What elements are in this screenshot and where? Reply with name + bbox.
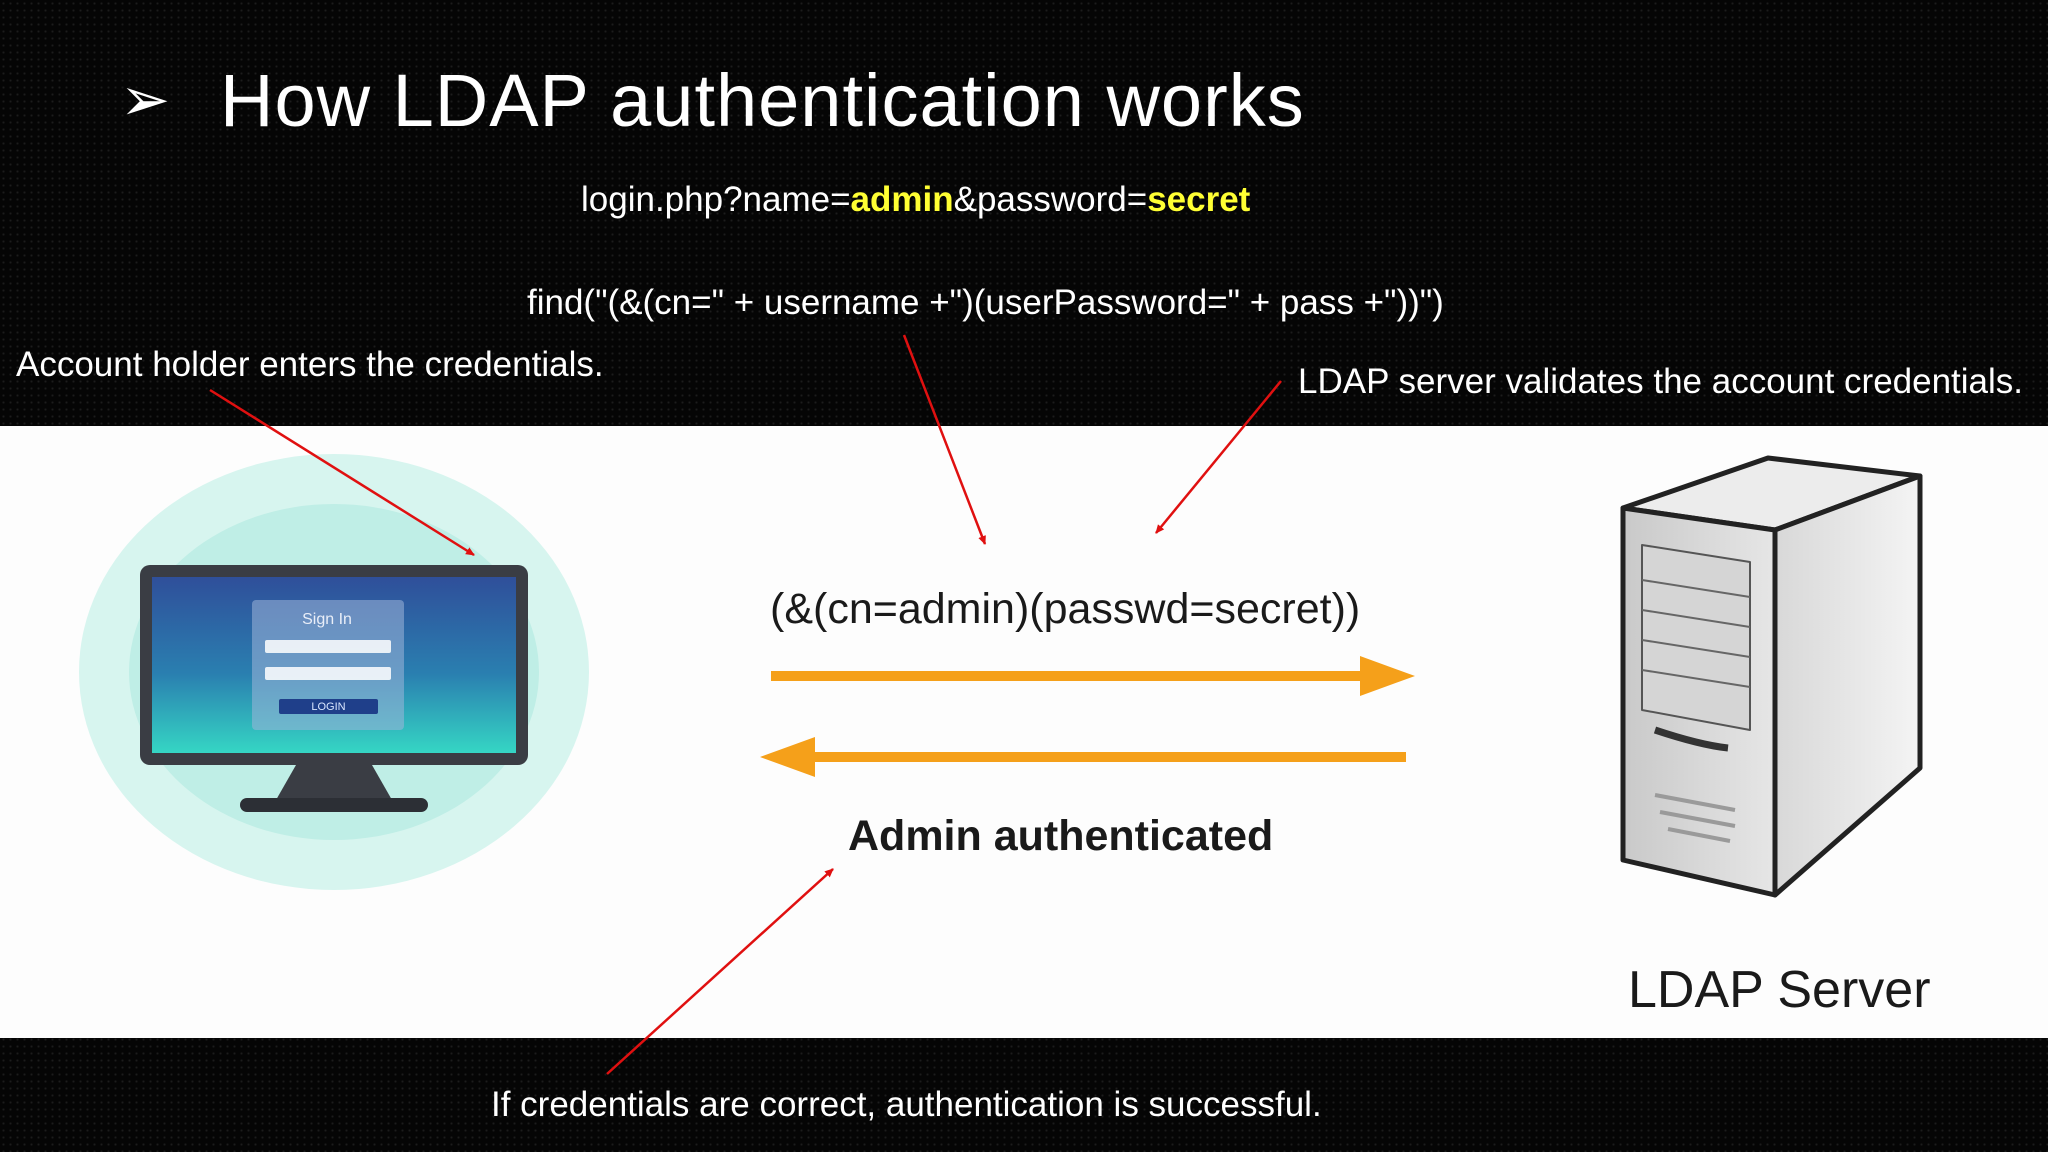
bullet-arrow-icon: ➢ — [120, 66, 172, 133]
note-success: If credentials are correct, authenticati… — [491, 1085, 1322, 1124]
request-arrow — [771, 656, 1415, 696]
admin-authenticated-label: Admin authenticated — [848, 812, 1274, 860]
server-vents — [1654, 793, 1736, 843]
arrow-find-to-query — [902, 334, 987, 545]
login-button-label: LOGIN — [311, 701, 346, 713]
note-ldap-validates: LDAP server validates the account creden… — [1298, 362, 2024, 401]
monitor-stand — [240, 798, 428, 812]
login-url: login.php?name=admin&password=secret — [581, 180, 1250, 220]
ldap-query-label: (&(cn=admin)(passwd=secret)) — [770, 585, 1361, 633]
server-illustration — [1620, 455, 1923, 898]
arrow-ldap-to-query — [1155, 380, 1282, 534]
username-field — [265, 640, 391, 653]
monitor-neck — [276, 765, 392, 800]
url-part-password: secret — [1147, 180, 1251, 219]
disk-slot — [1653, 726, 1729, 752]
arrow-account-to-monitor — [209, 388, 475, 557]
slide-title: ➢ How LDAP authentication works — [120, 58, 1305, 143]
annotation-arrows — [209, 334, 1282, 1075]
request-arrow-head — [1360, 656, 1415, 696]
computer-illustration — [79, 454, 589, 890]
note-account-holder: Account holder enters the credentials. — [16, 345, 604, 384]
find-expression: find("(&(cn=" + username +")(userPasswor… — [527, 283, 1444, 322]
url-part-username: admin — [850, 180, 954, 219]
server-side — [1772, 473, 1923, 898]
response-arrow-head — [760, 737, 815, 777]
title-text: How LDAP authentication works — [220, 59, 1305, 142]
signin-title: Sign In — [302, 611, 352, 628]
response-arrow — [760, 737, 1406, 777]
password-field — [265, 667, 391, 680]
drive-bays — [1641, 544, 1751, 731]
ldap-server-label: LDAP Server — [1628, 961, 1931, 1019]
url-part-path: login.php?name= — [581, 180, 851, 219]
url-part-password-key: &password= — [953, 180, 1148, 219]
signin-card — [252, 600, 404, 730]
login-button — [279, 699, 378, 714]
arrow-success-to-response — [606, 868, 834, 1075]
drive-bay-lines — [1641, 579, 1751, 688]
